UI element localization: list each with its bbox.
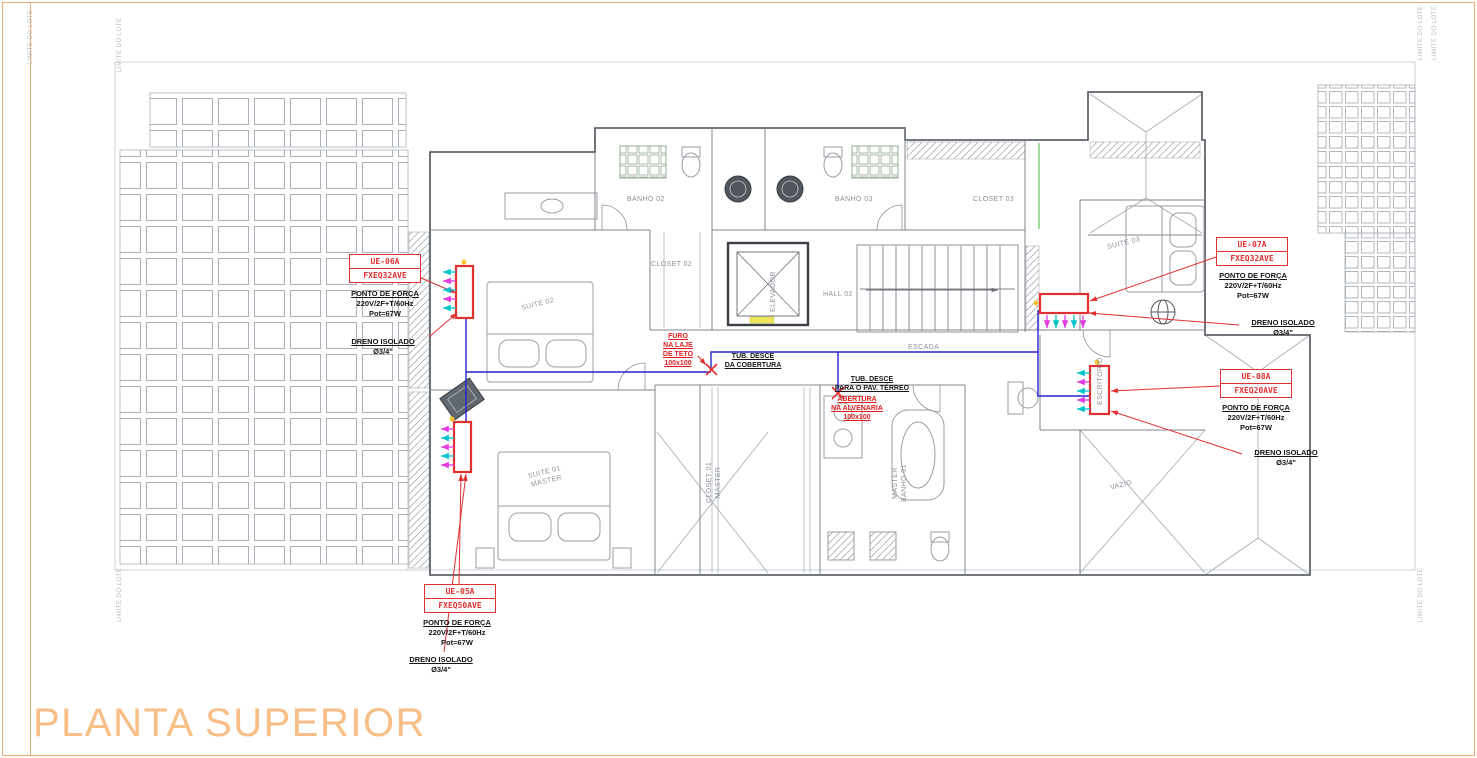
elevator-shaft <box>726 241 810 327</box>
furniture <box>439 143 1205 573</box>
unit-id: UE-05A <box>445 587 475 596</box>
interior-walls <box>430 128 1205 575</box>
drain-note-ue05: DRENO ISOLADO Ø3/4" <box>409 655 473 674</box>
power-note-ue05: PONTO DE FORÇA 220V/2F+T/60Hz Pot=67W <box>423 618 491 647</box>
lot-limit-label: LIMITE DO LOTE <box>1418 5 1424 60</box>
unit-model: FXEQ20AVE <box>1221 383 1291 397</box>
pipe-down-ground-note: TUB. DESCE PARA O PAV. TÉRREO <box>834 376 910 393</box>
unit-id: UE-07A <box>1237 240 1267 249</box>
ac-unit-ue08 <box>1088 364 1111 416</box>
lot-limit-label: LIMITE DO LOTE <box>28 9 34 64</box>
unit-tag-ue08: UE-08A FXEQ20AVE <box>1220 369 1292 398</box>
ac-unit-ue05 <box>452 420 473 474</box>
room-label-closet01: CLOSET 01 MASTER <box>706 461 722 503</box>
stairs <box>856 244 1019 333</box>
room-label-escritorio: ESCRITÓRIO <box>1097 357 1104 405</box>
unit-model: FXEQ32AVE <box>1217 251 1287 265</box>
unit-tag-ue07: UE-07A FXEQ32AVE <box>1216 237 1288 266</box>
terrace-grids <box>119 84 1416 570</box>
unit-model: FXEQ32AVE <box>350 268 420 282</box>
page-title: PLANTA SUPERIOR <box>33 701 426 745</box>
unit-model: FXEQ50AVE <box>425 598 495 612</box>
unit-power-dots <box>449 259 1100 422</box>
lot-limit-label: LIMITE DO LOTE <box>117 567 123 622</box>
hatched-walls <box>408 141 1201 569</box>
room-label-banho03: BANHO 03 <box>835 196 873 203</box>
pipe-down-roof-note: TUB. DESCE DA COBERTURA <box>724 353 782 370</box>
tilted-cabinet <box>439 377 485 421</box>
room-label-elevador: ELEVADOR <box>770 271 777 312</box>
airflow-arrows <box>441 268 1090 469</box>
unit-id: UE-08A <box>1241 372 1271 381</box>
globe-symbol <box>1150 299 1176 325</box>
unit-tag-ue05: UE-05A FXEQ50AVE <box>424 584 496 613</box>
ac-unit-ue07 <box>1038 292 1090 315</box>
unit-tag-ue06: UE-06A FXEQ32AVE <box>349 254 421 283</box>
sheet-margin-rule <box>30 2 31 756</box>
drain-note-ue07: DRENO ISOLADO Ø3/4" <box>1251 318 1315 337</box>
leader-lines <box>420 256 1243 653</box>
drain-note-ue06: DRENO ISOLADO Ø3/4" <box>351 337 415 356</box>
lot-limit-label: LIMITE DO LOTE <box>117 17 123 72</box>
yellow-marker <box>749 316 775 324</box>
door-arcs <box>601 204 1111 413</box>
room-label-banho02: BANHO 02 <box>627 196 665 203</box>
room-label-hall02: HALL 02 <box>823 291 853 298</box>
roof-lines <box>656 93 1311 576</box>
power-note-ue08: PONTO DE FORÇA 220V/2F+T/60Hz Pot=67W <box>1222 403 1290 432</box>
masonry-opening-note: ABERTURA NA ALVENARIA 100x100 <box>831 396 883 422</box>
power-note-ue06: PONTO DE FORÇA 220V/2F+T/60Hz Pot=67W <box>351 289 419 318</box>
room-label-closet02: CLOSET 02 <box>651 261 693 268</box>
room-label-closet03: CLOSET 03 <box>973 196 1015 203</box>
room-label-escada: ESCADA <box>908 344 940 351</box>
pipe-drop-markers <box>705 363 845 400</box>
ac-units <box>452 264 1111 474</box>
slab-hole-note: FURO NA LAJE DE TETO 100x100 <box>662 333 694 368</box>
power-note-ue07: PONTO DE FORÇA 220V/2F+T/60Hz Pot=67W <box>1219 271 1287 300</box>
lot-limit-label: LIMITE DO LOTE <box>1432 5 1438 60</box>
room-label-banho01: MASTER BANHO 01 <box>892 464 908 502</box>
bathtub <box>891 409 945 501</box>
drain-note-ue08: DRENO ISOLADO Ø3/4" <box>1254 448 1318 467</box>
house-outline <box>429 91 1311 576</box>
ac-unit-ue06 <box>454 264 475 320</box>
unit-id: UE-06A <box>370 257 400 266</box>
lot-limit-label: LIMITE DO LOTE <box>1418 567 1424 622</box>
